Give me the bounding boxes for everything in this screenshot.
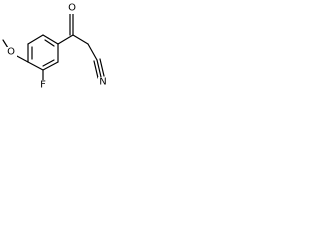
ring-bond-1 bbox=[47, 37, 59, 45]
ring-to-methoxy-o-bond bbox=[14, 54, 29, 63]
methoxy-oxygen-atom: O bbox=[6, 47, 17, 58]
nitrile-triple-bond-1 bbox=[96, 59, 102, 78]
benzene-ring bbox=[27, 34, 59, 71]
fluorine-atom: F bbox=[38, 80, 49, 91]
nitrile-triple-bond-2 bbox=[93, 60, 99, 79]
fluorine-label: F bbox=[40, 80, 46, 91]
ring-double-bond-a bbox=[44, 39, 55, 47]
nitrile-nitrogen-label: N bbox=[99, 77, 106, 88]
ring-bond-3 bbox=[42, 61, 59, 71]
methylene-to-nitrile-bond bbox=[87, 43, 98, 61]
nitrile-nitrogen-atom: N bbox=[98, 77, 109, 88]
methoxy-o-to-methyl-bond bbox=[2, 39, 9, 49]
carbonyl-to-methylene-bond bbox=[72, 34, 89, 45]
carbonyl-oxygen-label: O bbox=[68, 3, 76, 14]
nitrile-triple-bond-3 bbox=[99, 58, 105, 77]
ring-bond-4 bbox=[27, 61, 44, 71]
ring-bond-6 bbox=[27, 34, 44, 45]
methoxy-oxygen-label: O bbox=[7, 47, 15, 58]
ring-bond-6b bbox=[42, 34, 49, 39]
side-chain bbox=[57, 13, 105, 79]
methoxy-group bbox=[2, 39, 29, 63]
chemical-structure-diagram: O N F O bbox=[2, 3, 109, 91]
ring-double-bond-b bbox=[42, 59, 55, 67]
ring-to-carbonyl-bond bbox=[57, 34, 74, 45]
carbonyl-oxygen-atom: O bbox=[66, 3, 77, 14]
